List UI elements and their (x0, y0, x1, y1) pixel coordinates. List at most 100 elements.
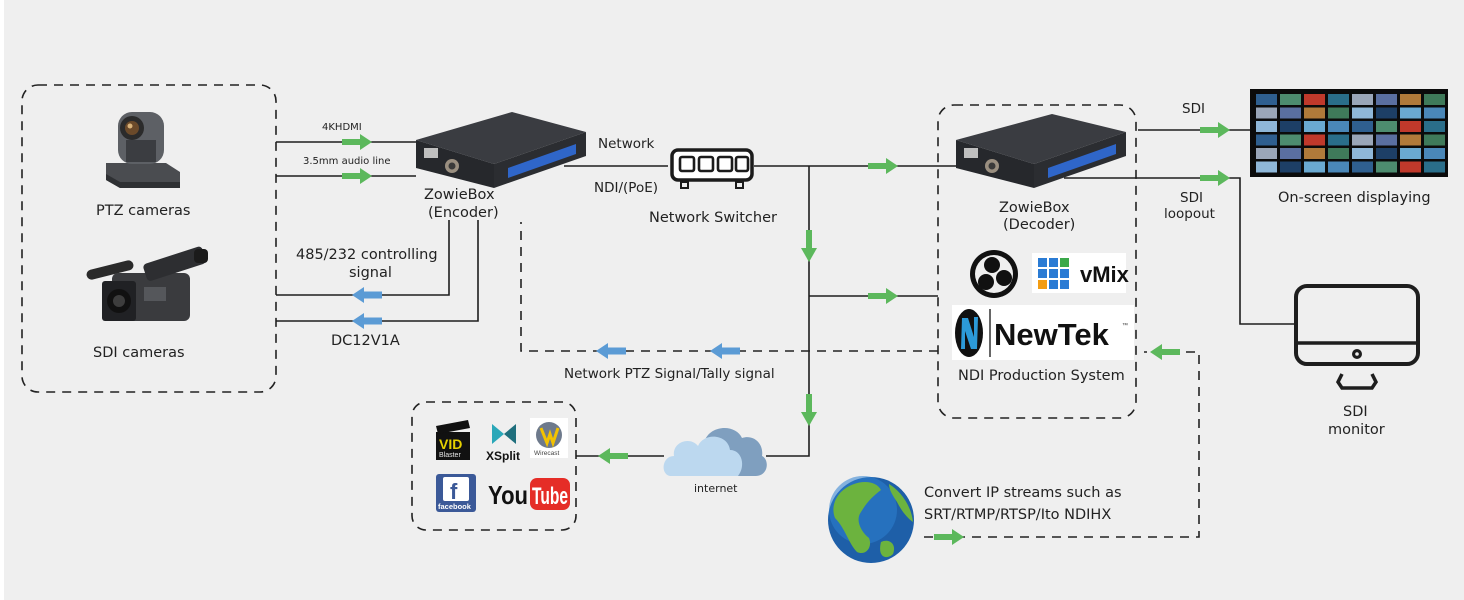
sdi-loopout-label-2: loopout (1164, 206, 1215, 222)
ptz-tally-label: Network PTZ Signal/Tally signal (564, 366, 775, 382)
video-wall-tile (1376, 94, 1397, 105)
video-wall-tile (1352, 107, 1373, 119)
sdi-monitor-label-2: monitor (1328, 422, 1385, 438)
sdi-loopout-arrow (1200, 170, 1230, 186)
video-wall-tile (1256, 94, 1277, 105)
youtube-logo-icon: You Tube (488, 478, 570, 510)
video-wall-tile (1328, 161, 1349, 173)
control-signal-label-1: 485/232 controlling (296, 247, 438, 263)
sdi-arrow (1200, 122, 1230, 138)
diagram-svg: vMix NewTek ™ VID Blaster XSplit (21, 84, 1448, 563)
audio-arrow (342, 168, 372, 184)
ndi-system-group-box (937, 104, 1137, 419)
video-wall-tile (1400, 161, 1421, 173)
sdi-camera-icon (86, 246, 208, 321)
ptz-tally-line (520, 222, 938, 352)
video-wall-tile (1376, 121, 1397, 132)
control-signal-label-2: signal (349, 265, 392, 281)
branch-down-arrow-1 (801, 230, 817, 262)
ndi-system-label: NDI Production System (958, 368, 1125, 384)
video-wall-tile (1352, 121, 1373, 132)
vmix-grid-square (1049, 258, 1058, 267)
encoder-name: ZowieBox (424, 187, 495, 203)
encoder-device-icon (416, 112, 586, 188)
ptz-cameras-label: PTZ cameras (96, 203, 191, 219)
vmix-grid-square (1038, 280, 1047, 289)
decoder-arrow (868, 158, 898, 174)
decoder-device-icon (956, 114, 1126, 188)
globe-icon (828, 476, 914, 563)
encoder-role: (Encoder) (428, 205, 499, 221)
facebook-logo-icon: f facebook (436, 474, 476, 512)
wirecast-logo-icon: Wirecast (530, 418, 568, 458)
video-wall-tile (1424, 121, 1445, 132)
tally-arrow-1 (596, 343, 626, 359)
video-wall-tile (1280, 134, 1301, 146)
power-label: DC12V1A (331, 333, 400, 349)
ip-stream-arrow-out (934, 529, 964, 545)
video-wall-tile (1328, 94, 1349, 105)
obs-logo-icon (970, 250, 1018, 298)
vmix-grid-square (1038, 269, 1047, 278)
vmix-grid-square (1060, 258, 1069, 267)
video-wall-icon (1250, 89, 1448, 177)
video-wall-tile (1328, 121, 1349, 132)
branch-down-arrow-2 (801, 394, 817, 426)
streaming-group-box (411, 401, 577, 531)
vmix-grid-square (1049, 280, 1058, 289)
blaster-text: Blaster (439, 452, 461, 459)
video-wall-tile (1352, 94, 1373, 105)
video-wall-tile (1280, 107, 1301, 119)
ip-stream-arrow-in (1150, 344, 1180, 360)
video-wall-tile (1304, 94, 1325, 105)
xsplit-text: XSplit (486, 449, 520, 463)
network-switch-icon (670, 148, 754, 189)
video-wall-tile (1352, 161, 1373, 173)
internet-cloud-icon (663, 427, 767, 476)
vidblaster-logo-icon: VID Blaster (436, 420, 470, 460)
youtube-tube: Tube (532, 483, 568, 510)
audio-label: 3.5mm audio line (303, 156, 391, 167)
network-label: Network (598, 136, 655, 152)
ndi-poe-label: NDI/(PoE) (594, 180, 659, 196)
video-wall-tile (1304, 161, 1325, 173)
camera-group-box (21, 84, 277, 393)
video-wall-tile (1424, 148, 1445, 159)
connection-lines (276, 129, 1294, 457)
decoder-name: ZowieBox (999, 200, 1070, 216)
ip-streams-label-1: Convert IP streams such as (924, 485, 1122, 501)
vmix-grid-square (1049, 269, 1058, 278)
video-wall-tile (1376, 148, 1397, 159)
vmix-logo-icon: vMix (1032, 253, 1130, 293)
facebook-text: facebook (438, 502, 472, 511)
video-wall-tile (1256, 121, 1277, 132)
video-wall-tile (1256, 134, 1277, 146)
video-wall-tile (1424, 107, 1445, 119)
video-wall-tile (1376, 134, 1397, 146)
internet-label: internet (694, 482, 738, 495)
video-wall-tile (1280, 121, 1301, 132)
video-wall-tile (1280, 94, 1301, 105)
sdi-loopout-line (1064, 177, 1294, 325)
network-switcher-label: Network Switcher (649, 210, 777, 226)
diagram-canvas: vMix NewTek ™ VID Blaster XSplit (4, 0, 1464, 600)
vmix-grid-square (1060, 280, 1069, 289)
video-wall-tile (1328, 148, 1349, 159)
video-wall-tile (1400, 121, 1421, 132)
video-wall-tile (1400, 148, 1421, 159)
vid-text: VID (439, 436, 462, 452)
power-line (276, 220, 479, 322)
video-wall-tile (1400, 107, 1421, 119)
video-wall-tile (1280, 161, 1301, 173)
video-wall-tile (1256, 148, 1277, 159)
ptz-camera-icon (106, 112, 180, 188)
video-wall-tile (1400, 134, 1421, 146)
sdi-monitor-label-1: SDI (1343, 404, 1368, 420)
decoder-role: (Decoder) (1003, 217, 1076, 233)
video-wall-tile (1424, 94, 1445, 105)
video-wall-tile (1256, 161, 1277, 173)
vmix-grid-square (1038, 258, 1047, 267)
xsplit-logo-icon: XSplit (486, 424, 520, 463)
wirecast-text: Wirecast (534, 450, 559, 457)
video-wall-tile (1352, 134, 1373, 146)
